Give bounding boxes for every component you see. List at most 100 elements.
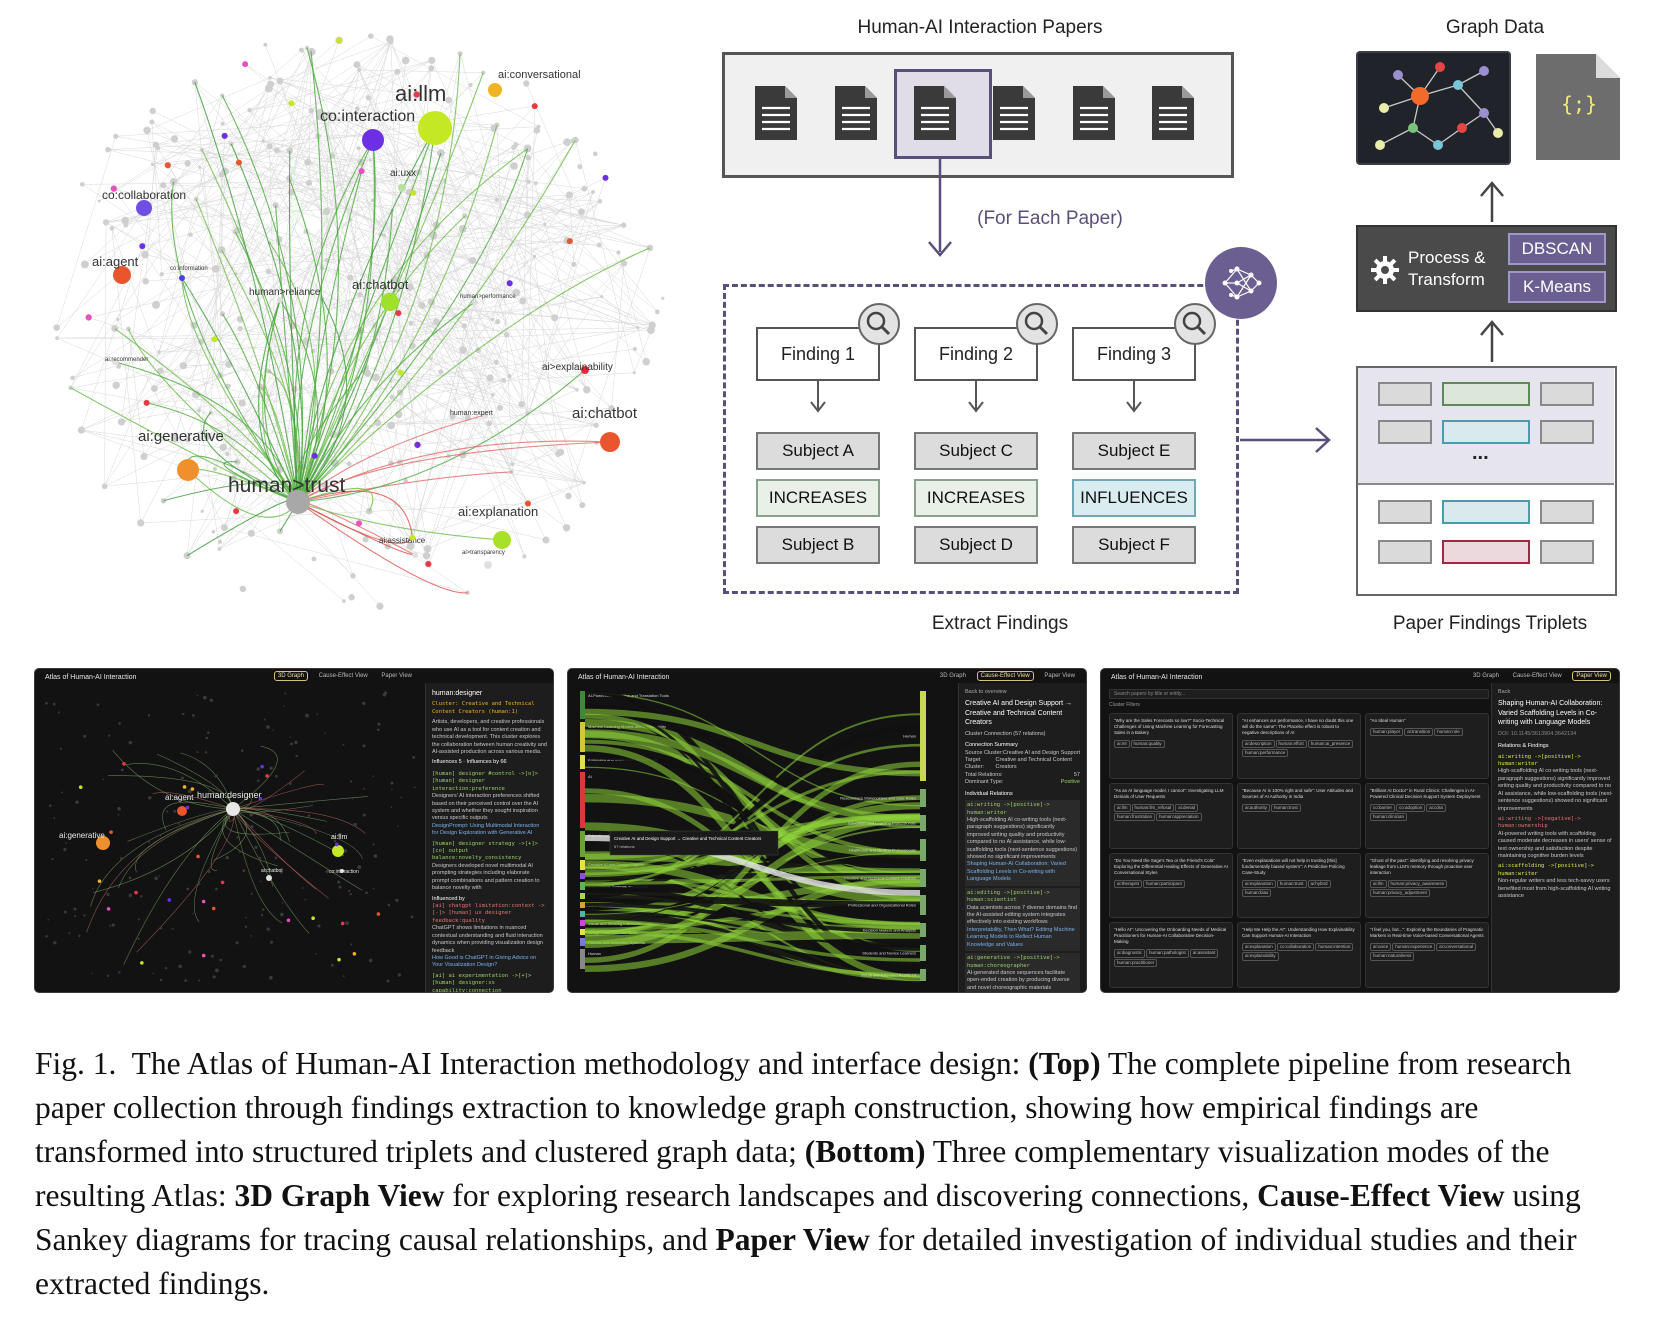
entity-node[interactable] (410, 189, 417, 196)
entity-node[interactable] (106, 907, 111, 911)
entity-node[interactable] (352, 951, 357, 956)
paper-card[interactable]: "Hello AI": Uncovering the Onboarding Ne… (1109, 922, 1233, 988)
entity-node[interactable] (358, 168, 365, 175)
cluster-node[interactable] (112, 359, 118, 365)
tab-3d-graph[interactable]: 3D Graph (1472, 673, 1499, 679)
sankey-flow[interactable] (584, 729, 921, 824)
sankey-flow[interactable] (584, 910, 921, 948)
entity-node[interactable] (85, 314, 92, 321)
sankey-flow[interactable] (584, 929, 921, 978)
entity-node[interactable] (311, 916, 315, 921)
entity-node[interactable] (143, 399, 150, 406)
entity-chip[interactable]: ai:description (1242, 740, 1275, 749)
entity-chip[interactable]: ai:hybrid (1307, 879, 1331, 888)
tab-paper-view[interactable]: Paper View (1044, 673, 1075, 679)
cluster-node[interactable] (113, 266, 131, 284)
cluster-filters[interactable]: Cluster Filters (1109, 702, 1140, 708)
entity-node[interactable] (566, 238, 573, 245)
entity-node[interactable] (167, 898, 172, 902)
sankey-target-node[interactable] (920, 815, 926, 831)
relation-1-link[interactable]: Shaping Human-AI Collaboration: Varied S… (967, 861, 1066, 883)
entity-node[interactable] (235, 159, 242, 166)
entity-node[interactable] (258, 797, 263, 801)
entity-chip[interactable]: ai:explainability (1242, 952, 1279, 961)
sankey-flow[interactable] (584, 895, 921, 909)
sankey-source-node[interactable] (580, 949, 585, 969)
entity-node[interactable] (140, 961, 144, 965)
cluster-node[interactable] (277, 297, 283, 303)
entity-node[interactable] (376, 912, 381, 916)
sankey-source-node[interactable] (580, 929, 585, 935)
entity-chip[interactable]: human:practitioner (1114, 958, 1158, 967)
sankey-flow[interactable] (584, 876, 921, 973)
relation-card[interactable]: ai:editing ->[positive]-> human:scientis… (965, 887, 1080, 952)
entity-node[interactable] (413, 91, 420, 98)
graph-node[interactable] (226, 802, 240, 816)
cluster-node[interactable] (179, 275, 185, 281)
hub-node[interactable] (286, 490, 310, 514)
entity-chip[interactable]: ai:llm (1370, 879, 1387, 888)
relation-4[interactable]: [ai] ai experimentation ->[+]> [human] d… (432, 972, 532, 993)
sankey-source-node[interactable] (580, 772, 585, 828)
sankey-source-node[interactable] (580, 911, 585, 917)
tab-cause-effect[interactable]: Cause-Effect View (1512, 673, 1562, 679)
entity-chip[interactable]: human:intention (1315, 943, 1354, 952)
entity-node[interactable] (211, 336, 218, 343)
graph-node[interactable] (332, 845, 344, 857)
entity-node[interactable] (335, 842, 339, 847)
entity-chip[interactable]: human:clinician (1370, 812, 1408, 821)
paper-card[interactable]: "Ghost of the past": identifying and res… (1365, 852, 1489, 919)
cluster-node[interactable] (488, 83, 502, 97)
cluster-node[interactable] (398, 184, 406, 192)
sankey-flow[interactable] (584, 708, 921, 777)
sankey-source-node[interactable] (580, 882, 585, 890)
graph-node[interactable] (266, 875, 272, 881)
cluster-node[interactable] (136, 200, 152, 216)
entity-node[interactable] (233, 508, 240, 515)
cluster-node[interactable] (493, 531, 511, 549)
entity-node[interactable] (242, 61, 249, 68)
cluster-node[interactable] (482, 412, 488, 418)
entity-chip[interactable]: human:frustration (1114, 812, 1156, 821)
cluster-node[interactable] (362, 129, 384, 151)
entity-chip[interactable]: human:naturalness (1370, 952, 1415, 961)
entity-node[interactable] (260, 764, 264, 769)
paper-card[interactable]: "Brilliant AI Doctor" in Rural Clinics: … (1365, 782, 1489, 849)
entity-node[interactable] (288, 100, 295, 107)
sankey-target-node[interactable] (920, 923, 926, 937)
entity-chip[interactable]: ai:explanation (1242, 943, 1276, 952)
cluster-node[interactable] (581, 366, 589, 374)
sankey-target-node[interactable] (920, 945, 926, 961)
paper-card[interactable]: "Do You Need the Sage's Tea or the Frien… (1109, 852, 1233, 919)
paper-card[interactable]: "As an AI language model, I cannot": Inv… (1109, 782, 1233, 849)
entity-chip[interactable]: ai:denial (1175, 803, 1199, 812)
entity-node[interactable] (201, 899, 206, 904)
relation-2[interactable]: [human] designer strategy ->[+]> [co] ou… (432, 840, 538, 862)
sankey-flow[interactable] (584, 919, 921, 962)
entity-chip[interactable]: ai:llm (1114, 803, 1131, 812)
entity-chip[interactable]: human:role (1434, 728, 1463, 737)
paper-card[interactable]: "Because AI is 100% right and safe": Use… (1237, 782, 1361, 849)
entity-node[interactable] (97, 879, 102, 883)
sankey-target-node[interactable] (920, 691, 926, 781)
sankey-source-node[interactable] (580, 902, 585, 908)
sankey-source-node[interactable] (580, 691, 585, 719)
relation-1[interactable]: [human] designer #control ->[o]> [human]… (432, 770, 538, 792)
entity-node[interactable] (220, 880, 225, 885)
entity-chip[interactable]: human:pathologist (1146, 949, 1189, 958)
cluster-node[interactable] (472, 299, 478, 305)
entity-chip[interactable]: ai:diagnostic (1114, 949, 1146, 958)
sankey-target-node[interactable] (920, 969, 926, 981)
entity-node[interactable] (506, 280, 513, 287)
relation-2-link[interactable]: Interpretability, Then What? Editing Mac… (967, 926, 1075, 948)
sankey-diagram[interactable]: AI-Powered Information and Translation T… (568, 683, 960, 993)
entity-node[interactable] (196, 854, 200, 859)
entity-node[interactable] (414, 441, 421, 448)
sankey-flow[interactable] (584, 875, 921, 885)
entity-node[interactable] (340, 921, 345, 926)
sankey-source-node[interactable] (580, 860, 585, 870)
entity-chip[interactable]: ai:conversational (1436, 943, 1477, 952)
entity-chip[interactable]: human:participant (1143, 879, 1185, 888)
sankey-target-node[interactable] (920, 839, 926, 861)
